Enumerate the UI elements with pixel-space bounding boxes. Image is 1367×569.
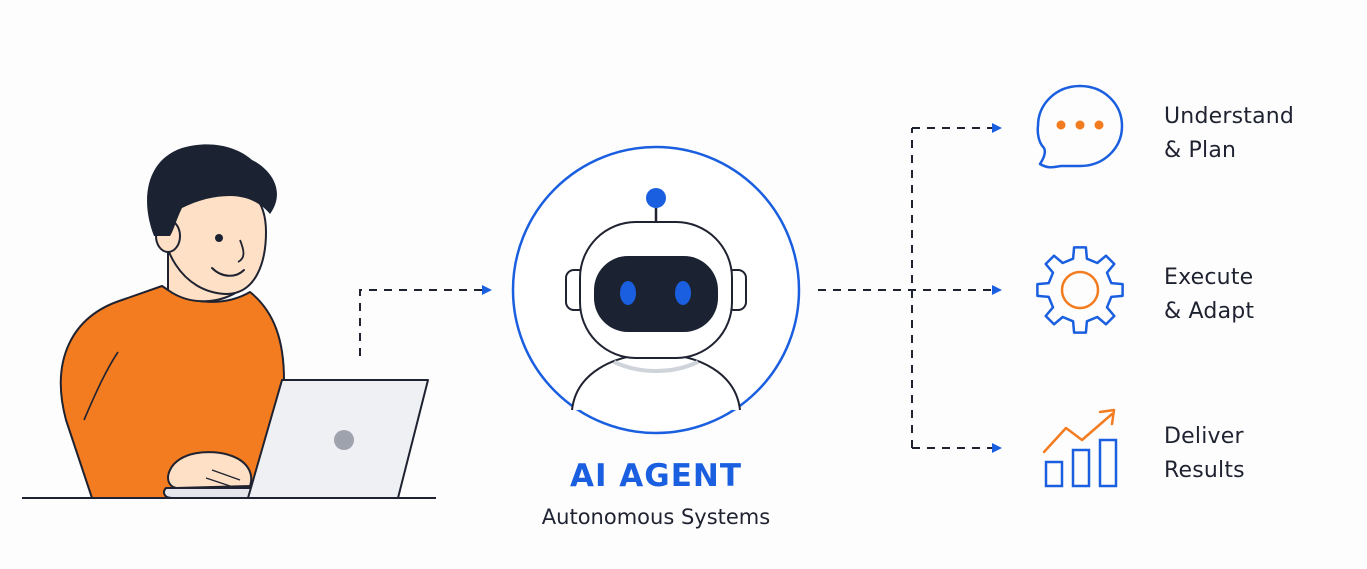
gear-icon bbox=[1036, 246, 1124, 334]
robot-eye-right-icon bbox=[675, 281, 691, 305]
robot-face-screen bbox=[594, 256, 718, 332]
step-execute-label: Execute & Adapt bbox=[1164, 261, 1254, 329]
connector-person-to-agent bbox=[359, 285, 492, 356]
growth-chart-icon bbox=[1042, 408, 1118, 488]
person-hand bbox=[167, 451, 253, 489]
step-line1: Execute bbox=[1164, 265, 1254, 290]
person-illustration bbox=[22, 144, 436, 499]
step-line1: Deliver bbox=[1164, 424, 1244, 449]
step-line2: Results bbox=[1164, 458, 1245, 483]
chat-bubble-icon bbox=[1036, 84, 1124, 169]
robot-antenna-icon bbox=[646, 188, 666, 208]
laptop-logo bbox=[334, 430, 354, 450]
step-deliver-label: Deliver Results bbox=[1164, 420, 1245, 488]
step-line2: & Adapt bbox=[1164, 299, 1255, 324]
robot-eye-left-icon bbox=[620, 281, 636, 305]
step-line1: Understand bbox=[1164, 104, 1295, 129]
step-understand-label: Understand & Plan bbox=[1164, 100, 1294, 168]
step-line2: & Plan bbox=[1164, 138, 1237, 163]
agent-node bbox=[511, 145, 801, 435]
agent-title: AI AGENT bbox=[569, 458, 743, 494]
branch-connectors bbox=[818, 123, 1002, 453]
agent-subtitle: Autonomous Systems bbox=[541, 505, 771, 529]
person-hair bbox=[147, 144, 277, 236]
